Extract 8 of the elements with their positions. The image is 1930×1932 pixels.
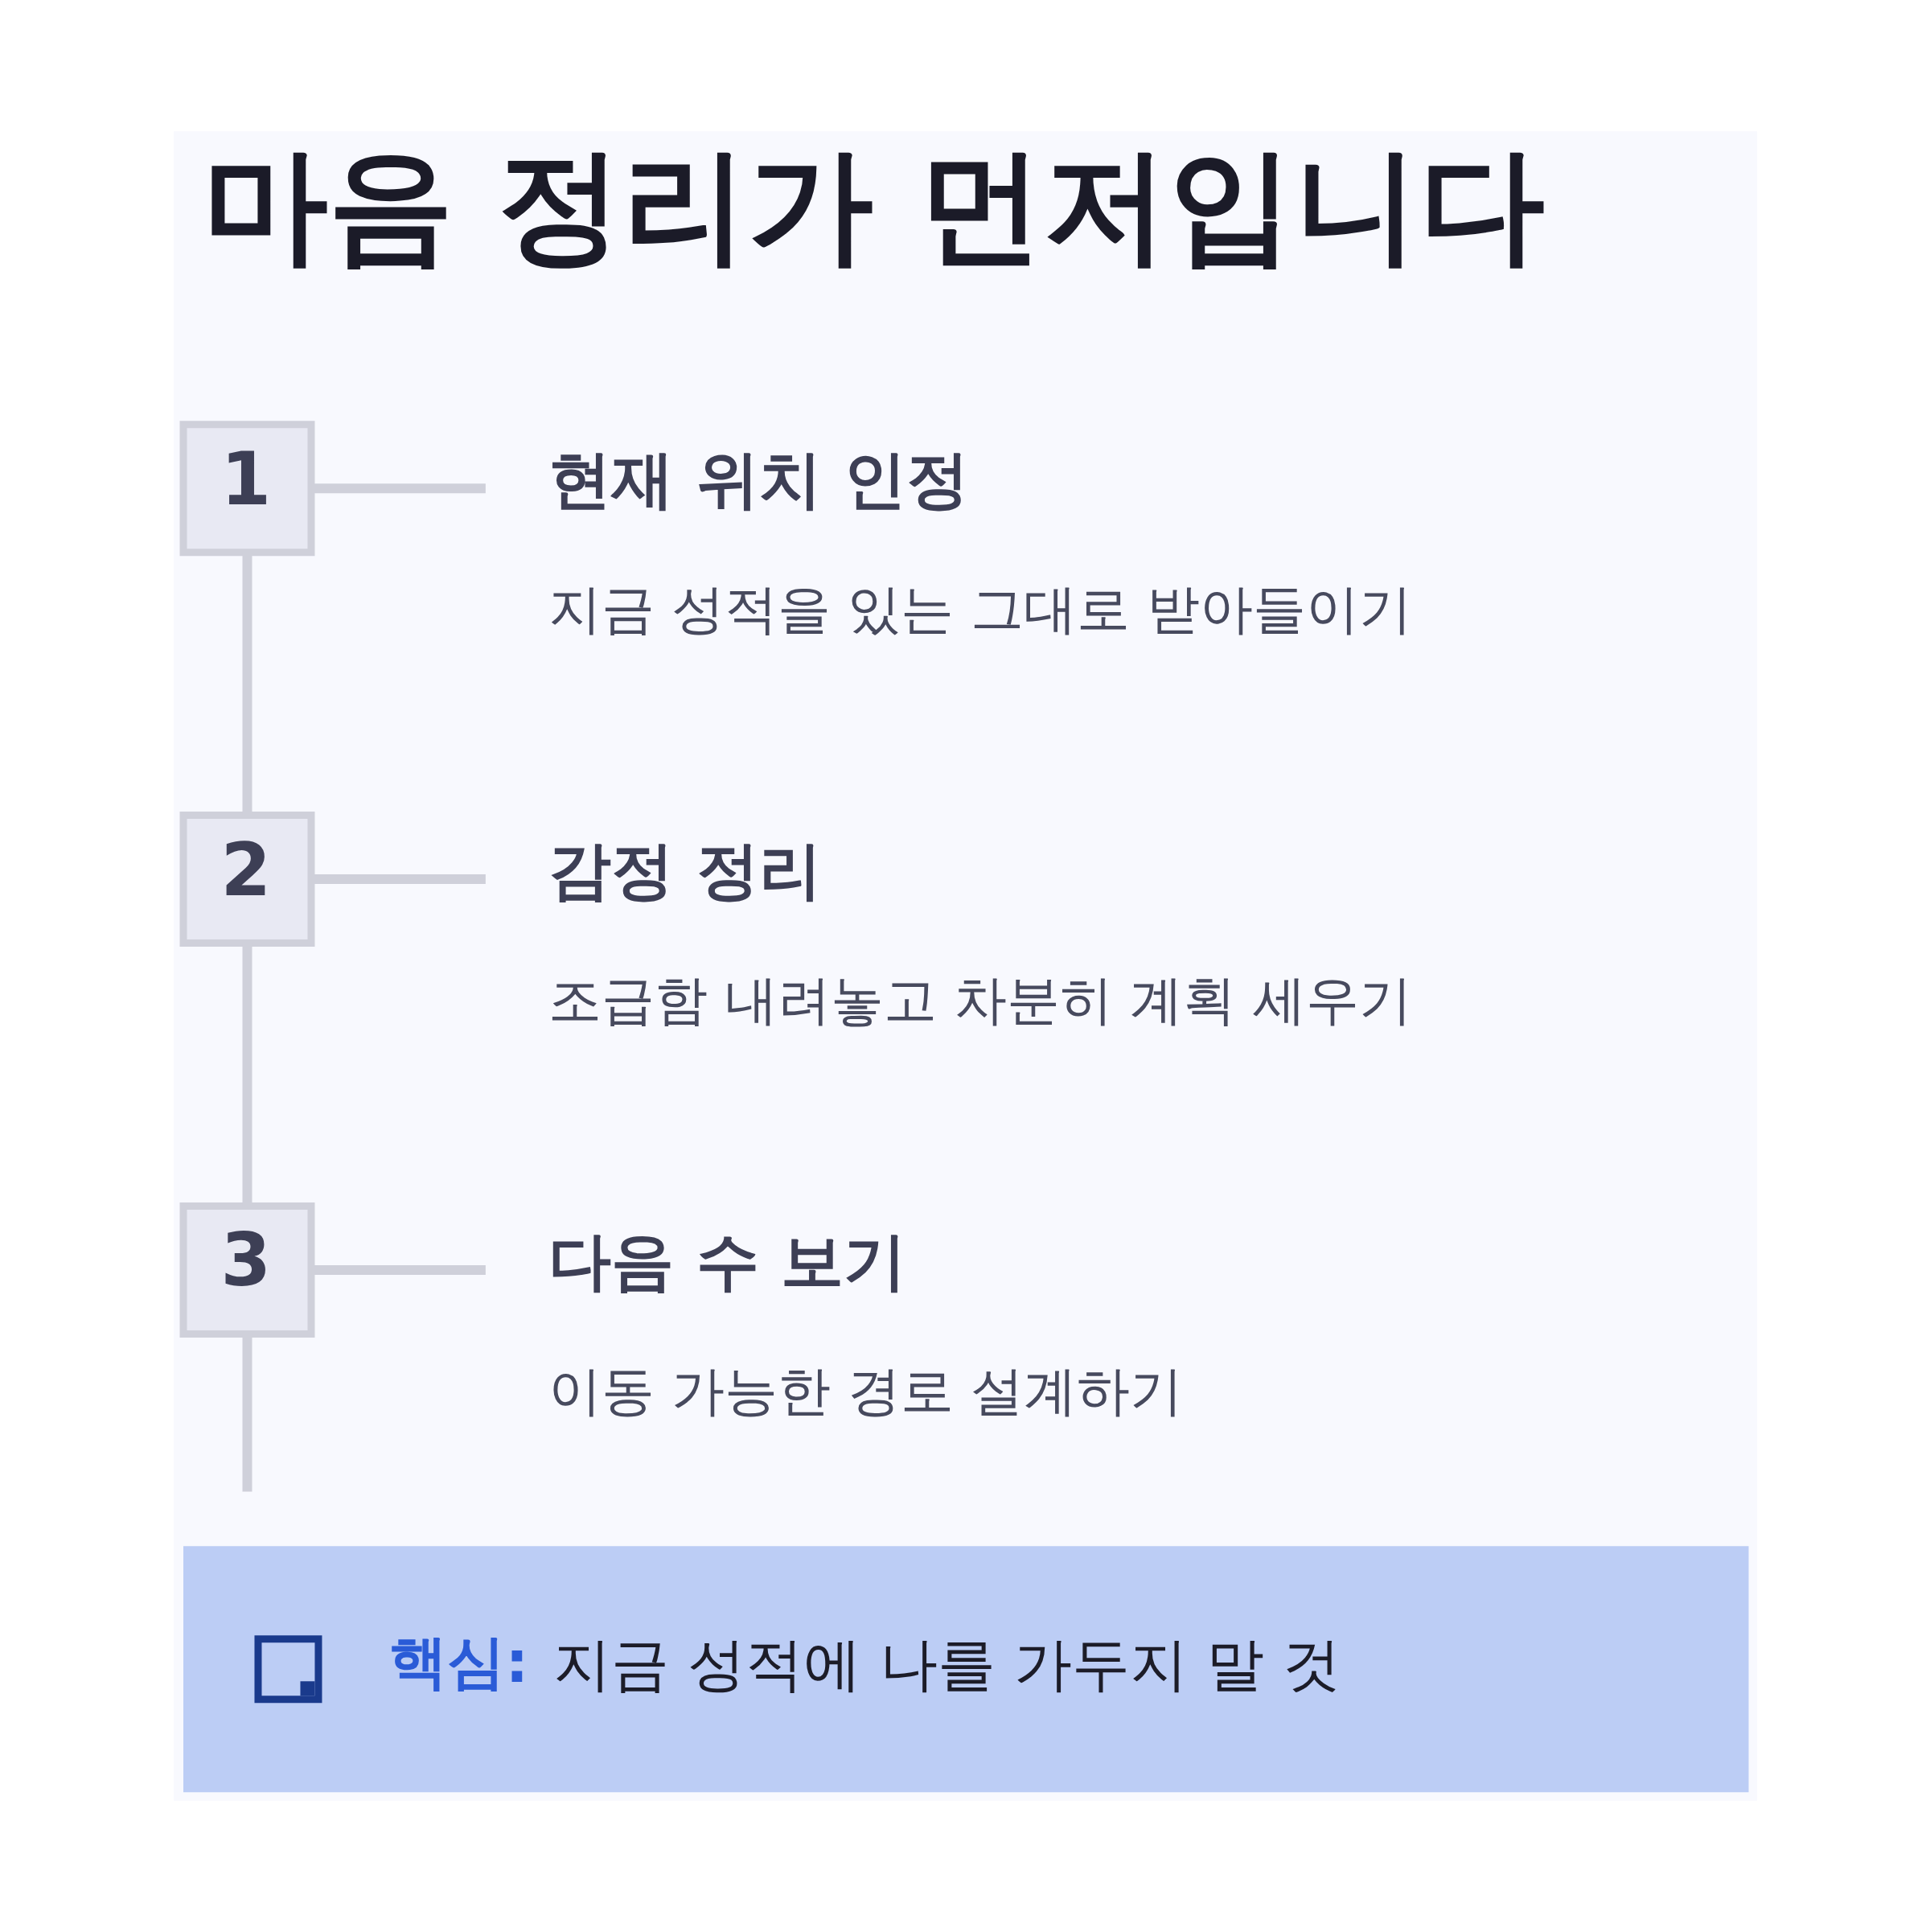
diagram-title: 마음 정리가 먼저입니다: [202, 132, 1545, 279]
node-box: 1: [179, 421, 314, 557]
node-box: 핵심: 지금 성적에 나를 가두지 말 것: [183, 1546, 1748, 1793]
node-box: 3: [179, 1202, 314, 1338]
node-text: 현재 위치 인정 지금 성적을 있는 그대로 받아들이기: [548, 443, 1412, 640]
node-text: 다음 수 보기 이동 가능한 경로 설계하기: [548, 1224, 1183, 1422]
node-box: 2: [179, 812, 314, 947]
node-text: 감정 정리 조급함 내려놓고 차분히 계획 세우기: [548, 833, 1412, 1031]
